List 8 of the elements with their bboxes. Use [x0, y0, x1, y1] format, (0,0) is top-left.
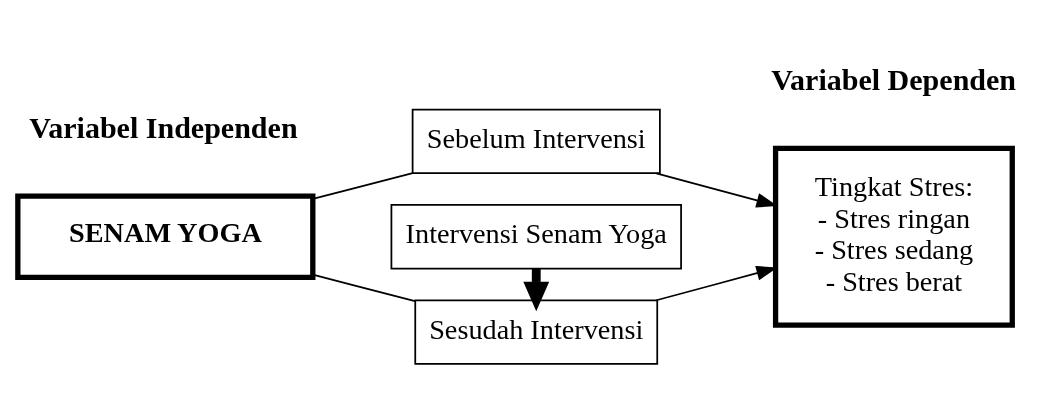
node-box: SENAM YOGA: [15, 193, 316, 280]
node-box: Tingkat Stres: - Stres ringan - Stres sedang - Stres berat: [772, 145, 1015, 328]
label: Variabel Dependen: [771, 62, 1017, 96]
arrow: [523, 268, 550, 311]
node-box: Intervensi Senam Yoga: [390, 203, 682, 269]
node-box: Sesudah Intervensi: [414, 298, 659, 365]
node-box: Sebelum Intervensi: [411, 108, 661, 174]
label: Variabel Independen: [29, 110, 298, 144]
